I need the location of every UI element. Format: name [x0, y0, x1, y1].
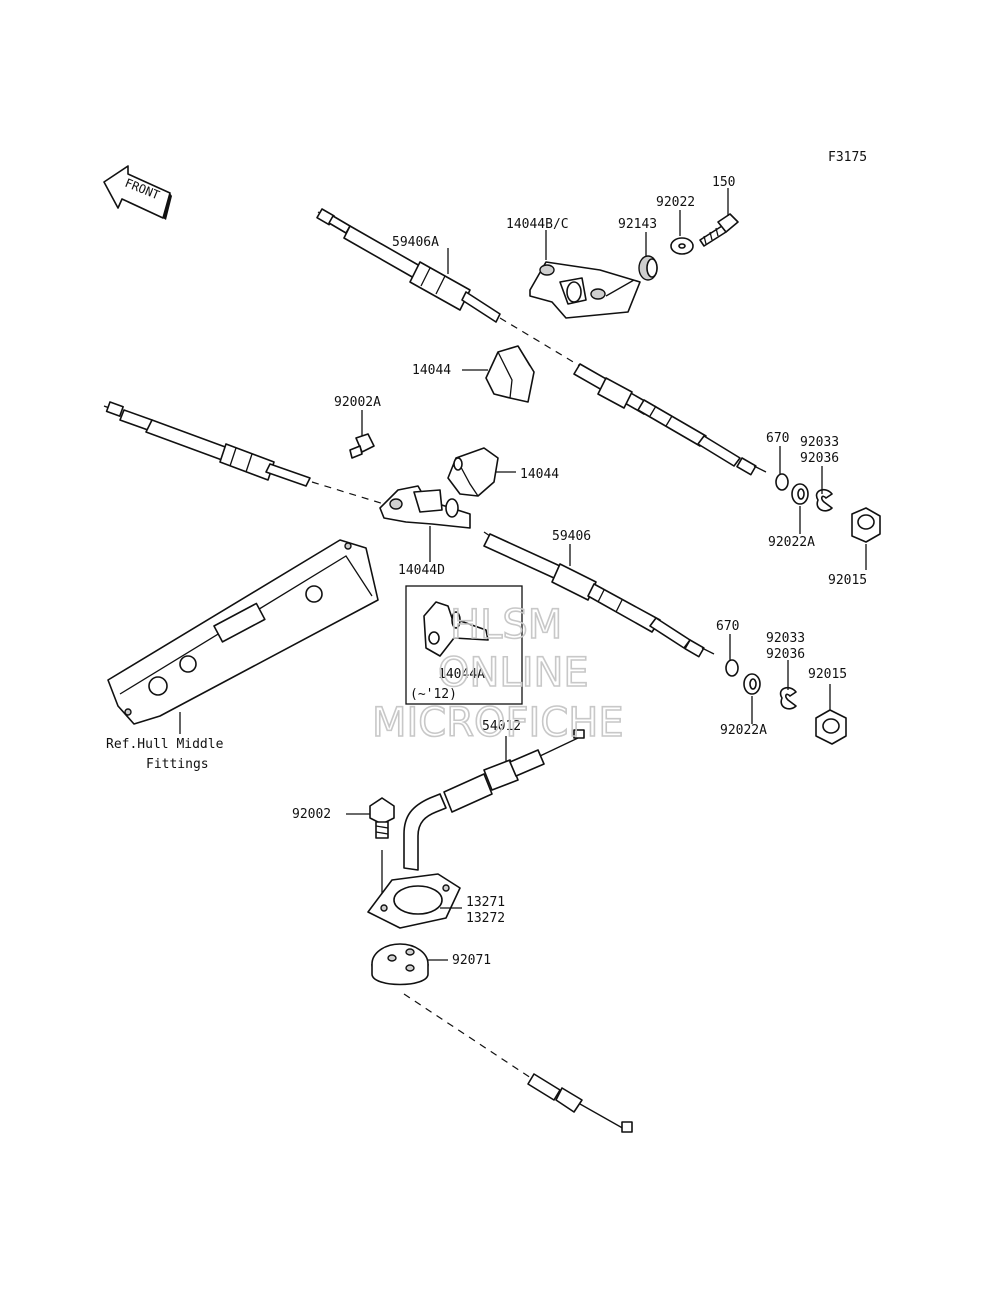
label-54012: 54012	[482, 719, 521, 734]
cable-54012-end	[403, 993, 633, 1133]
label-14044d: 14044D	[398, 563, 445, 578]
watermark-line2: ONLINE	[438, 650, 589, 696]
label-14044-upper: 14044	[412, 363, 451, 378]
washer-92022	[670, 237, 694, 255]
watermark: HLSM ONLINE MICROFICHE	[371, 601, 624, 747]
label-92022: 92022	[656, 195, 695, 210]
label-92022a-upper: 92022A	[768, 535, 815, 550]
label-670-lower: 670	[716, 619, 739, 634]
part-labels: 150 92022 92143 14044B/C 59406A 14044 92…	[106, 175, 867, 968]
grommet-92071	[371, 943, 429, 986]
label-13272: 13272	[466, 911, 505, 926]
cable-59406a	[316, 208, 581, 367]
front-arrow-icon: FRONT	[103, 165, 172, 220]
label-92071: 92071	[452, 953, 491, 968]
label-92022a-lower: 92022A	[720, 723, 767, 738]
leader-lines	[179, 188, 867, 961]
oring-670-upper	[775, 473, 789, 491]
watermark-line1: HLSM	[450, 602, 562, 648]
bolt-150	[699, 213, 739, 247]
clip-92033-lower	[779, 686, 797, 710]
label-670-upper: 670	[766, 431, 789, 446]
bolt-92002a	[349, 433, 375, 459]
label-92143: 92143	[618, 217, 657, 232]
label-59406: 59406	[552, 529, 591, 544]
bracket-14044d	[379, 485, 471, 529]
label-59406a: 59406A	[392, 235, 439, 250]
nut-92015-lower	[815, 709, 847, 745]
cable-59406a-end	[573, 363, 767, 476]
washer-92022a-lower	[743, 673, 761, 695]
label-92036-lower: 92036	[766, 647, 805, 662]
nut-92015-upper	[851, 507, 881, 543]
hull-middle-fittings-panel	[107, 539, 379, 725]
label-ref-hull-line2: Fittings	[146, 757, 209, 772]
collar-92143	[638, 255, 658, 281]
label-92033-upper: 92033	[800, 435, 839, 450]
bracket-14044bc	[529, 261, 641, 319]
cable-54012	[403, 729, 585, 871]
label-14044-lower: 14044	[520, 467, 559, 482]
label-150: 150	[712, 175, 735, 190]
oring-670-lower	[725, 659, 739, 677]
label-ref-hull-line1: Ref.Hull Middle	[106, 737, 224, 752]
cover-14044-upper	[485, 345, 535, 403]
clip-92033-upper	[815, 488, 833, 512]
washer-92022a-upper	[791, 483, 809, 505]
label-92036-upper: 92036	[800, 451, 839, 466]
cable-59406	[103, 401, 385, 505]
label-92033-lower: 92033	[766, 631, 805, 646]
label-14044a: 14044A	[438, 667, 485, 682]
label-92002: 92002	[292, 807, 331, 822]
label-92002a: 92002A	[334, 395, 381, 410]
plate-13271	[367, 873, 461, 929]
watermark-line3: MICROFICHE	[372, 700, 624, 746]
figure-code: F3175	[828, 150, 867, 165]
cable-59406-end	[483, 531, 715, 658]
label-14044a-note: (~'12)	[410, 687, 457, 702]
inset-box-14044a	[405, 585, 523, 705]
label-92015-upper: 92015	[828, 573, 867, 588]
cover-14044-lower	[447, 447, 499, 497]
label-13271: 13271	[466, 895, 505, 910]
label-14044bc: 14044B/C	[506, 217, 569, 232]
label-92015-lower: 92015	[808, 667, 847, 682]
